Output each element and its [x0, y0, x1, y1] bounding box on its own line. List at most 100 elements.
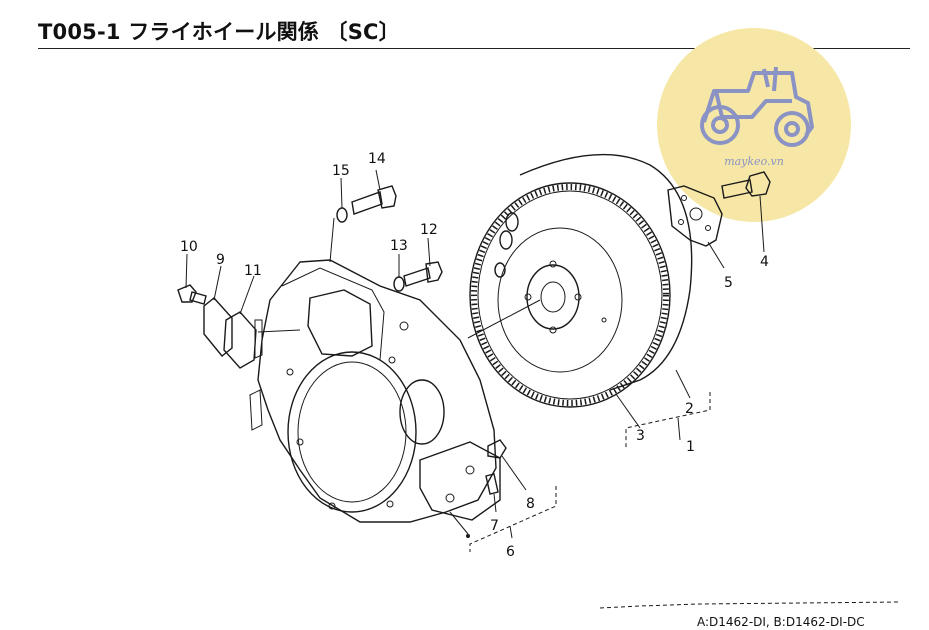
bolt-14 [351, 191, 383, 215]
bolt-10 [189, 291, 207, 305]
housing-lug [249, 389, 263, 431]
bracket-6 [469, 486, 557, 552]
callout-4: 4 [760, 254, 769, 270]
leader-8 [501, 455, 527, 491]
leader-10 [185, 253, 188, 289]
housing-hole [386, 500, 394, 508]
cover-9 [203, 297, 233, 357]
housing-hole [328, 502, 336, 510]
leader-5 [707, 241, 725, 269]
flywheel-body-rim [519, 153, 693, 391]
watermark-logo: maykeo.vn [657, 28, 851, 222]
leader-14 [375, 169, 381, 191]
callout-15: 15 [332, 163, 350, 179]
callout-3: 3 [636, 428, 645, 444]
plate-hole [705, 225, 711, 231]
leader-2 [675, 369, 691, 399]
flywheel-assembly [469, 153, 693, 408]
leader-boss [449, 511, 469, 535]
hardware-parts [177, 185, 507, 538]
callout-5: 5 [724, 275, 733, 291]
callout-9: 9 [216, 252, 225, 268]
flywheel-cutout [505, 212, 519, 232]
leader-4 [759, 195, 765, 253]
housing-outline [257, 259, 497, 523]
flywheel-bolt [721, 171, 771, 199]
starter-opening [399, 379, 445, 445]
boss-hole [465, 465, 475, 475]
housing-bore [287, 351, 417, 513]
leader-1 [677, 417, 681, 441]
plug-8 [487, 439, 507, 459]
callout-8: 8 [526, 496, 535, 512]
leader-9 [213, 265, 222, 301]
callout-labels: 1 2 3 4 5 6 7 8 9 10 11 12 13 14 15 [180, 151, 769, 560]
boss-hole [445, 493, 455, 503]
bolt-12-head [425, 261, 443, 283]
leader-15 [340, 177, 343, 209]
callout-14: 14 [368, 151, 386, 167]
hub-hole [524, 293, 532, 301]
flywheel-face [497, 227, 623, 373]
callout-11: 11 [244, 263, 262, 279]
timing-mark [601, 317, 607, 323]
housing-hole [388, 356, 396, 364]
plate-outline [667, 185, 723, 247]
flywheel-cutout [499, 230, 513, 250]
bolt-14-head [377, 185, 397, 209]
model-applicability-note: A:D1462-DI, B:D1462-DI-DC [697, 615, 865, 629]
ring-gear-root [477, 190, 663, 400]
leader-crank-axis [467, 299, 541, 339]
callout-2: 2 [685, 401, 694, 417]
callout-12: 12 [420, 222, 438, 238]
bolt-10-head [177, 284, 197, 303]
tractor-icon [700, 66, 814, 147]
leader-3 [615, 393, 641, 429]
flywheel-hub-bore [540, 281, 566, 313]
leader-6 [509, 525, 513, 539]
leader-11 [239, 275, 255, 315]
callout-6: 6 [506, 544, 515, 560]
leader-7 [493, 493, 497, 513]
plate-bore [689, 207, 703, 221]
housing-hole [296, 438, 304, 446]
leader-housing [329, 217, 335, 263]
bracket-1 [625, 392, 711, 448]
leader-lines [185, 169, 901, 609]
washer-15 [336, 207, 348, 223]
watermark-circle [657, 28, 851, 222]
flywheel-cutout [494, 262, 506, 278]
footer-dash [599, 601, 901, 609]
housing-flange-top [281, 267, 385, 361]
bolt-12 [403, 267, 431, 287]
callout-7: 7 [490, 518, 499, 534]
leader-12 [427, 237, 431, 267]
ring-gear [469, 182, 671, 408]
leader-gasket-housing [257, 329, 301, 333]
callout-1: 1 [686, 439, 695, 455]
pin-7 [485, 473, 499, 495]
gasket-11 [223, 311, 257, 369]
reference-dot [466, 534, 470, 538]
page-title: T005-1 フライホイール関係 〔SC〕 [38, 20, 400, 44]
watermark-text: maykeo.vn [724, 155, 784, 168]
flywheel-plate [667, 185, 723, 247]
hub-hole [549, 326, 557, 334]
callout-13: 13 [390, 238, 408, 254]
title-divider [38, 48, 910, 49]
washer-13 [393, 276, 405, 292]
housing-hole [286, 368, 294, 376]
flywheel-housing [249, 259, 501, 523]
housing-window [307, 289, 373, 357]
bolt-shank [721, 179, 753, 199]
plate-hole [678, 219, 684, 225]
housing-bore-inner [297, 361, 407, 503]
bolt-head [745, 171, 771, 197]
housing-hole [399, 321, 409, 331]
hub-hole [549, 260, 557, 268]
callout-10: 10 [180, 239, 198, 255]
hub-hole [574, 293, 582, 301]
flywheel-hub [526, 264, 580, 330]
